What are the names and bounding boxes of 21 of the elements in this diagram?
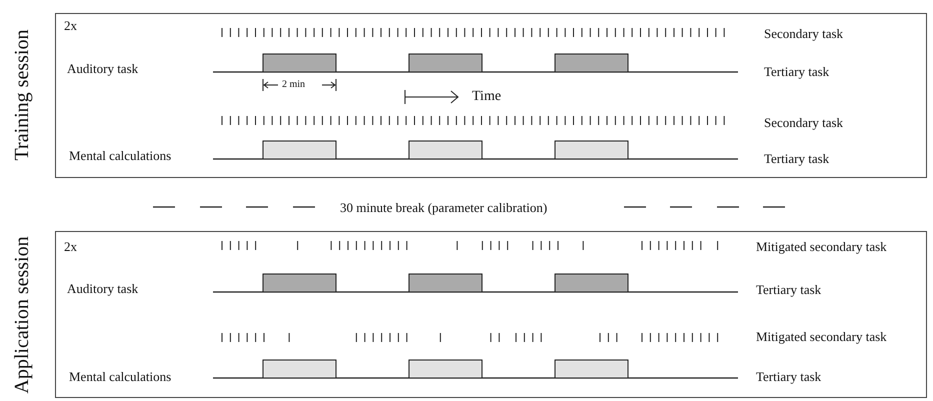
session-title: Training session xyxy=(12,30,32,160)
task-label: Auditory task xyxy=(67,282,138,295)
repeat-count: 2x xyxy=(64,240,77,253)
row-label: Tertiary task xyxy=(756,370,822,383)
break-label: 30 minute break (parameter calibration) xyxy=(340,201,548,214)
row-label: Secondary task xyxy=(764,116,844,129)
row-label: Tertiary task xyxy=(764,152,830,165)
session-title: Application session xyxy=(12,236,32,394)
session-panel xyxy=(55,13,927,178)
row-label: Tertiary task xyxy=(764,65,830,78)
duration-label: 2 min xyxy=(282,80,306,90)
task-label: Mental calculations xyxy=(69,370,172,383)
task-label: Mental calculations xyxy=(69,149,172,162)
repeat-count: 2x xyxy=(64,19,77,32)
row-label: Tertiary task xyxy=(756,283,822,296)
axis-label: Time xyxy=(472,90,502,104)
row-label: Mitigated secondary task xyxy=(756,330,887,343)
task-label: Auditory task xyxy=(67,62,138,75)
row-label: Secondary task xyxy=(764,27,844,40)
session-panel xyxy=(55,231,927,398)
row-label: Mitigated secondary task xyxy=(756,240,887,253)
